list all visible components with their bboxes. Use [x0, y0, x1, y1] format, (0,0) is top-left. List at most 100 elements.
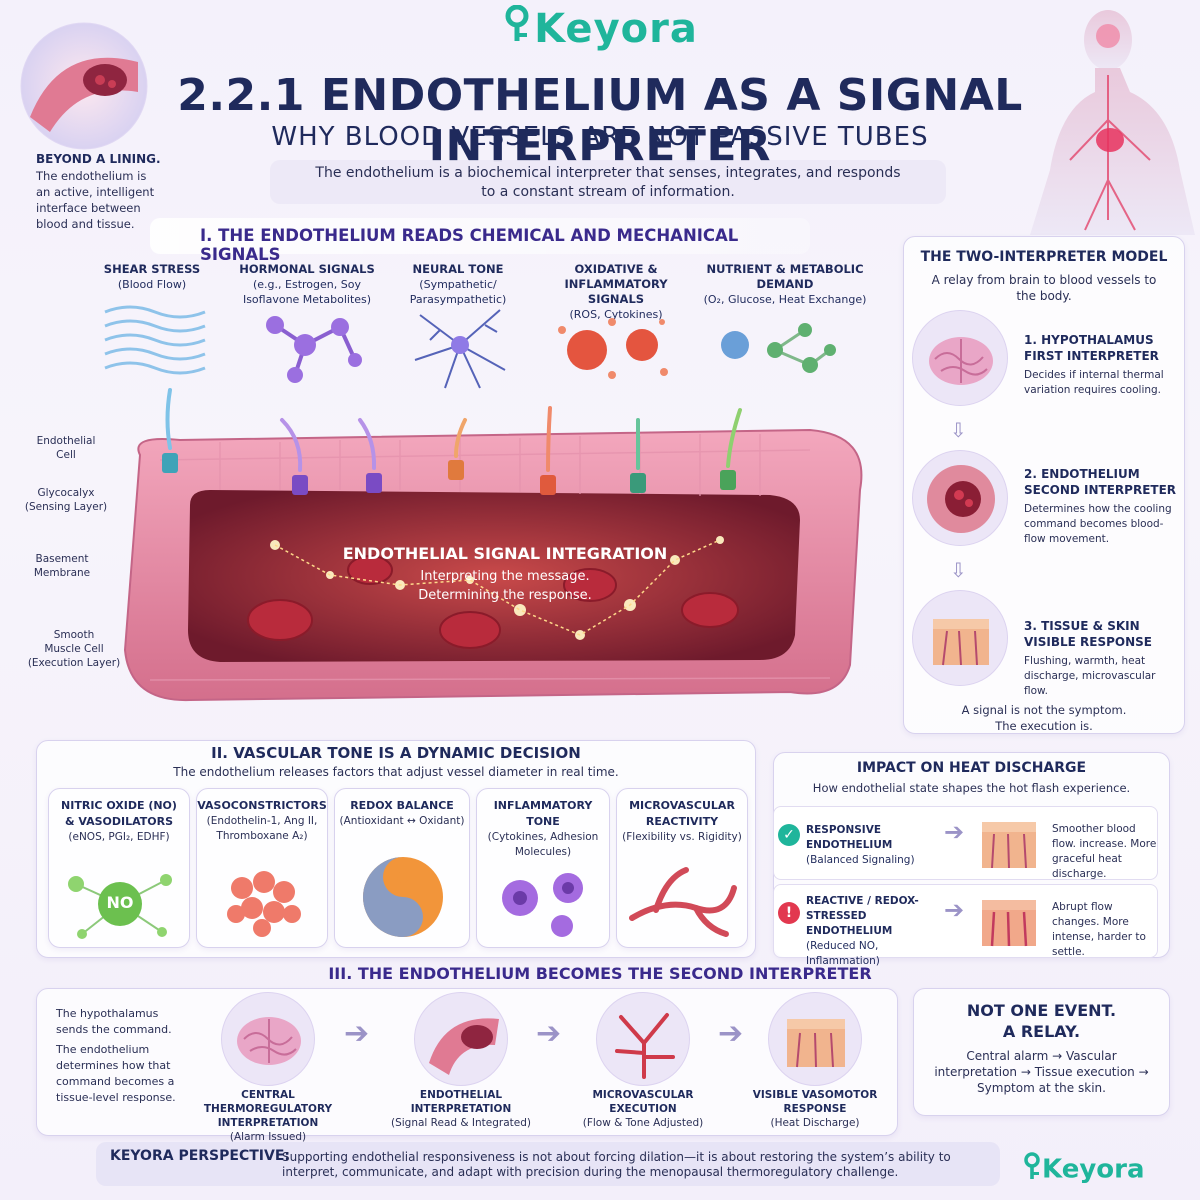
stage-title: EXECUTION: [609, 1103, 677, 1115]
page-subtitle: WHY BLOOD VESSELS ARE NOT PASSIVE TUBES: [271, 122, 929, 152]
impact-state-title: RESPONSIVE ENDOTHELIUM: [806, 824, 893, 851]
section2-title: II. VASCULAR TONE IS A DYNAMIC DECISION: [211, 744, 581, 762]
signal-detail: (ROS, Cytokines): [569, 308, 663, 321]
signal-label: NEURAL TONE(Sympathetic/Parasympathetic): [398, 262, 518, 307]
arrow-right-icon: ➔: [536, 1016, 562, 1051]
two-interpreter-title: THE TWO-INTERPRETER MODEL: [920, 249, 1168, 265]
step-title: SECOND INTERPRETER: [1024, 483, 1177, 497]
arrow-right-icon: ➔: [944, 818, 965, 846]
stage-title: INTERPRETATION: [217, 1117, 319, 1129]
capillary-network-icon: [596, 992, 690, 1086]
factor-body: (eNOS, PGI₂, EDHF): [68, 831, 170, 843]
intro-text: The endothelium is a biochemical interpr…: [270, 160, 946, 204]
endothelium-icon: [414, 992, 508, 1086]
skin-tissue-icon: [768, 992, 862, 1086]
oxidative-signal-icon: [552, 310, 672, 390]
factor-body: (Flexibility vs. Rigidity): [622, 831, 742, 843]
signal-title: HORMONAL SIGNALS: [239, 262, 375, 276]
signal-detail: (Sympathetic/: [419, 278, 497, 291]
impact-state-detail: (Reduced NO, Inflammation): [806, 940, 880, 967]
stage-body: (Heat Discharge): [770, 1117, 860, 1129]
signal-title: DEMAND: [756, 277, 814, 291]
step-body: Flushing, warmth, heat discharge, microv…: [1024, 655, 1156, 697]
brand-name: Keyora: [1042, 1154, 1145, 1185]
step-3: 3. TISSUE & SKIN VISIBLE RESPONSE Flushi…: [1024, 618, 1174, 699]
vessel-illustration: [20, 22, 148, 150]
relay-title-line: A RELAY.: [1002, 1022, 1081, 1041]
stage-title: RESPONSE: [783, 1103, 847, 1115]
warning-icon: !: [778, 902, 800, 924]
factor-title: REACTIVITY: [645, 815, 719, 828]
layer-label-text: (Sensing Layer): [24, 501, 108, 513]
arrow-down-icon: ⇩: [950, 558, 967, 582]
stage-title: ENDOTHELIAL: [419, 1089, 503, 1101]
skin-tissue-icon: [912, 590, 1008, 686]
factor-card: [476, 788, 610, 948]
brain-icon: [912, 310, 1008, 406]
signal-detail: Isoflavone Metabolites): [242, 293, 372, 306]
step-1: 1. HYPOTHALAMUS FIRST INTERPRETER Decide…: [1024, 332, 1174, 398]
signal-title: SHEAR STRESS: [103, 262, 201, 276]
signal-detail: (e.g., Estrogen, Soy: [253, 278, 361, 291]
stage-body: (Signal Read & Integrated): [390, 1117, 532, 1129]
section2-subtitle: The endothelium releases factors that ad…: [173, 765, 619, 779]
step-body: Determines how the cooling command becom…: [1024, 503, 1172, 545]
impact-state-detail: (Balanced Signaling): [806, 854, 915, 866]
signal-detail: Parasympathetic): [409, 293, 507, 306]
shear-stress-icon: [100, 300, 220, 380]
integration-line: Interpreting the message.: [420, 569, 590, 584]
factor-redox: REDOX BALANCE(Antioxidant ↔ Oxidant): [334, 798, 470, 829]
signal-detail: (Blood Flow): [117, 278, 187, 291]
check-icon: ✓: [778, 824, 800, 846]
capillary-network-icon: [626, 858, 738, 942]
impact-state: RESPONSIVE ENDOTHELIUM (Balanced Signalin…: [806, 823, 952, 868]
section1-title: I. THE ENDOTHELIUM READS CHEMICAL AND ME…: [150, 218, 810, 264]
arrow-right-icon: ➔: [944, 896, 965, 924]
no-molecule-icon: NO: [62, 862, 178, 942]
section3-text-line: The endothelium determines how that comm…: [56, 1043, 176, 1104]
integration-title: ENDOTHELIAL SIGNAL INTEGRATION: [342, 544, 668, 563]
section3-text-line: The hypothalamus sends the command.: [56, 1007, 172, 1036]
relay-title: NOT ONE EVENT. A RELAY.: [913, 1000, 1170, 1042]
no-label: NO: [106, 893, 134, 912]
factor-title: & VASODILATORS: [64, 815, 174, 828]
integration-line: Determining the response.: [418, 588, 592, 603]
intro-line: The endothelium is a biochemical interpr…: [315, 165, 901, 181]
impact-result: Smoother blood flow. increase. More grac…: [1052, 823, 1157, 880]
factor-body: (Cytokines, Adhesion Molecules): [487, 831, 599, 858]
factor-title: VASOCONSTRICTORS: [197, 799, 327, 812]
signal-title: INFLAMMATORY SIGNALS: [564, 277, 668, 306]
stage-label: VISIBLE VASOMOTOR RESPONSE (Heat Discharge…: [730, 1088, 900, 1130]
stage-title: INTERPRETATION: [410, 1103, 512, 1115]
factor-card: [616, 788, 748, 948]
stage-body: (Alarm Issued): [229, 1131, 307, 1143]
step-title: FIRST INTERPRETER: [1024, 349, 1159, 363]
signal-title: NUTRIENT & METABOLIC: [706, 262, 864, 276]
factor-title: INFLAMMATORY TONE: [493, 799, 593, 828]
signal-label: SHEAR STRESS (Blood Flow): [92, 262, 212, 292]
signal-detail: (O₂, Glucose, Heat Exchange): [703, 293, 867, 306]
body-figure-illustration: [990, 0, 1200, 235]
vessel-cross-section: [70, 380, 900, 740]
stage-title: VISIBLE VASOMOTOR: [752, 1089, 878, 1101]
step-title: 3. TISSUE & SKIN: [1024, 619, 1140, 633]
neuron-icon: [405, 300, 515, 390]
impact-state-title: ENDOTHELIUM: [806, 925, 893, 937]
brand-logo-bottom: Keyora: [1022, 1152, 1145, 1187]
footer-line: The execution is.: [995, 719, 1093, 733]
skin-tissue-icon: [976, 812, 1042, 874]
brain-icon: [221, 992, 315, 1086]
hormone-molecule-icon: [255, 305, 365, 385]
logo-mark-icon: [1022, 1152, 1042, 1187]
layer-label-glycocalyx: Glycocalyx(Sensing Layer): [16, 486, 116, 514]
layer-label-text: Basement: [35, 553, 89, 565]
impact-state-title: REACTIVE / REDOX-STRESSED: [806, 895, 919, 922]
two-interpreter-footer: A signal is not the symptom. The executi…: [903, 702, 1185, 734]
beyond-title: BEYOND A LINING.: [36, 152, 161, 166]
step-2: 2. ENDOTHELIUM SECOND INTERPRETER Determ…: [1024, 466, 1179, 547]
